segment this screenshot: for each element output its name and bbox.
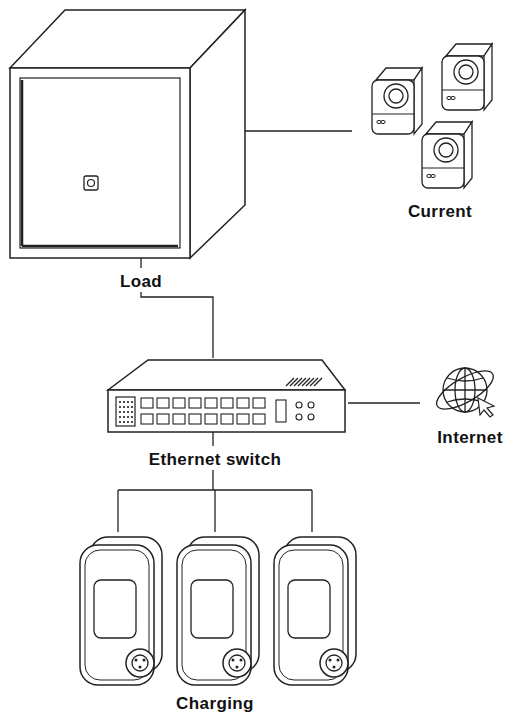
- illustrated-node: Internet: [420, 360, 515, 448]
- current-sensor: [372, 68, 422, 134]
- charging-station: [177, 537, 259, 685]
- illustrated-node: Load: [10, 10, 245, 292]
- node-label: Load: [120, 272, 162, 292]
- node-label: Charging: [176, 694, 254, 714]
- leader-line: [140, 258, 141, 268]
- node-label: Current: [408, 202, 472, 222]
- leader-line: [212, 432, 213, 446]
- charging-station: [274, 537, 356, 685]
- connector-line: [245, 131, 352, 132]
- node-label: Ethernet switch: [149, 450, 282, 470]
- illustrated-node: Ethernet switch: [108, 358, 348, 470]
- current-sensor: [442, 44, 492, 110]
- current-sensor: [422, 122, 472, 188]
- illustrated-node: Charging: [70, 490, 360, 714]
- connector-line: [141, 292, 213, 358]
- node-label: Internet: [437, 428, 503, 448]
- split-bracket: [118, 490, 312, 532]
- connector-line: [348, 403, 420, 404]
- illustrated-node: Current: [352, 40, 500, 222]
- charging-station: [80, 537, 162, 685]
- ethernet-switch: [108, 360, 345, 432]
- connector-line: [213, 470, 214, 490]
- internet-globe: [431, 364, 498, 417]
- electrical-cabinet: [10, 10, 245, 258]
